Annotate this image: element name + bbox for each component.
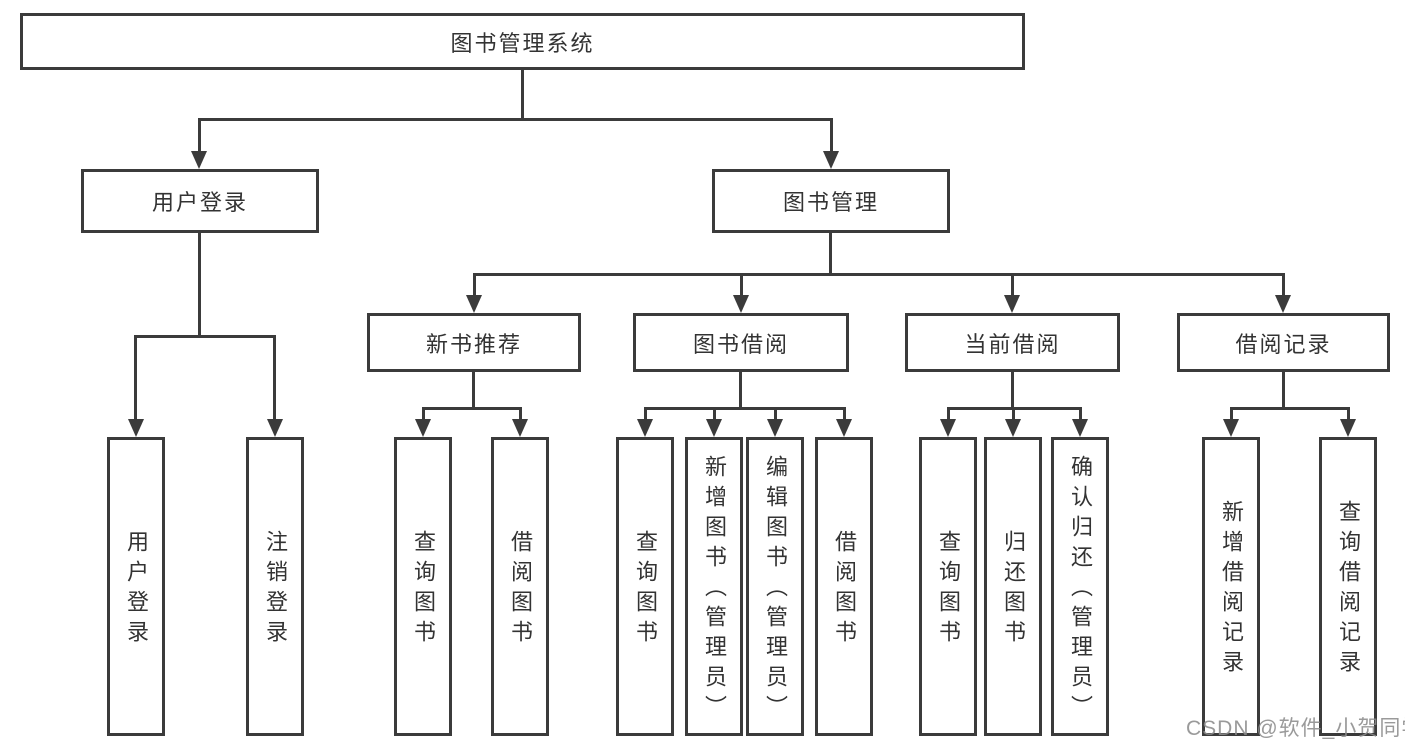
connector-line (519, 407, 522, 420)
connector-line (947, 407, 950, 420)
arrow-down-icon (1223, 419, 1239, 437)
arrow-down-icon (1340, 419, 1356, 437)
arrow-down-icon (512, 419, 528, 437)
node-new-book-recommendation: 新书推荐 (367, 313, 581, 372)
connector-line (740, 273, 743, 296)
arrow-down-icon (1005, 419, 1021, 437)
node-borrow-books: 借阅图书 (815, 437, 873, 736)
connector-line (644, 407, 846, 410)
arrow-down-icon (836, 419, 852, 437)
connector-line (1011, 273, 1014, 296)
connector-line (829, 233, 832, 273)
node-edit-books-admin: 编辑图书（管理员） (746, 437, 804, 736)
arrow-down-icon (733, 295, 749, 313)
connector-line (1012, 407, 1015, 420)
node-query-books-borrowing: 查询图书 (616, 437, 674, 736)
connector-line (521, 70, 524, 118)
arrow-down-icon (823, 151, 839, 169)
connector-line (473, 273, 1285, 276)
connector-line (198, 118, 201, 152)
node-logout: 注销登录 (246, 437, 304, 736)
connector-line (198, 118, 833, 121)
connector-line (739, 372, 742, 407)
node-query-books-current: 查询图书 (919, 437, 977, 736)
connector-line (198, 233, 201, 335)
connector-line (1230, 407, 1233, 420)
connector-line (1347, 407, 1350, 420)
node-add-borrow-record: 新增借阅记录 (1202, 437, 1260, 736)
node-borrowing-records: 借阅记录 (1177, 313, 1390, 372)
connector-line (1011, 372, 1014, 407)
connector-line (473, 273, 476, 296)
arrow-down-icon (128, 419, 144, 437)
arrow-down-icon (267, 419, 283, 437)
arrow-down-icon (415, 419, 431, 437)
arrow-down-icon (706, 419, 722, 437)
connector-line (422, 407, 425, 420)
connector-line (273, 335, 276, 420)
arrow-down-icon (637, 419, 653, 437)
connector-line (472, 372, 475, 407)
arrow-down-icon (940, 419, 956, 437)
node-book-management-group: 图书管理 (712, 169, 950, 233)
connector-line (134, 335, 137, 420)
node-query-books-recommend: 查询图书 (394, 437, 452, 736)
node-library-management-system: 图书管理系统 (20, 13, 1025, 70)
node-confirm-return-admin: 确认归还（管理员） (1051, 437, 1109, 736)
connector-line (422, 407, 522, 410)
node-current-borrowing: 当前借阅 (905, 313, 1120, 372)
node-add-books-admin: 新增图书（管理员） (685, 437, 743, 736)
connector-line (774, 407, 777, 420)
arrow-down-icon (767, 419, 783, 437)
node-query-borrow-record: 查询借阅记录 (1319, 437, 1377, 736)
connector-line (1079, 407, 1082, 420)
connector-line (134, 335, 276, 338)
arrow-down-icon (1072, 419, 1088, 437)
connector-line (644, 407, 647, 420)
connector-line (1282, 273, 1285, 296)
connector-line (830, 118, 833, 152)
node-book-borrowing: 图书借阅 (633, 313, 849, 372)
connector-line (713, 407, 716, 420)
arrow-down-icon (466, 295, 482, 313)
arrow-down-icon (1004, 295, 1020, 313)
arrow-down-icon (191, 151, 207, 169)
node-user-login-group: 用户登录 (81, 169, 319, 233)
arrow-down-icon (1275, 295, 1291, 313)
node-borrow-books-recommend: 借阅图书 (491, 437, 549, 736)
connector-line (843, 407, 846, 420)
connector-line (1230, 407, 1350, 410)
connector-line (1282, 372, 1285, 407)
node-return-books: 归还图书 (984, 437, 1042, 736)
node-user-login: 用户登录 (107, 437, 165, 736)
watermark: CSDN @软件_小贺同学 (1186, 717, 1405, 740)
